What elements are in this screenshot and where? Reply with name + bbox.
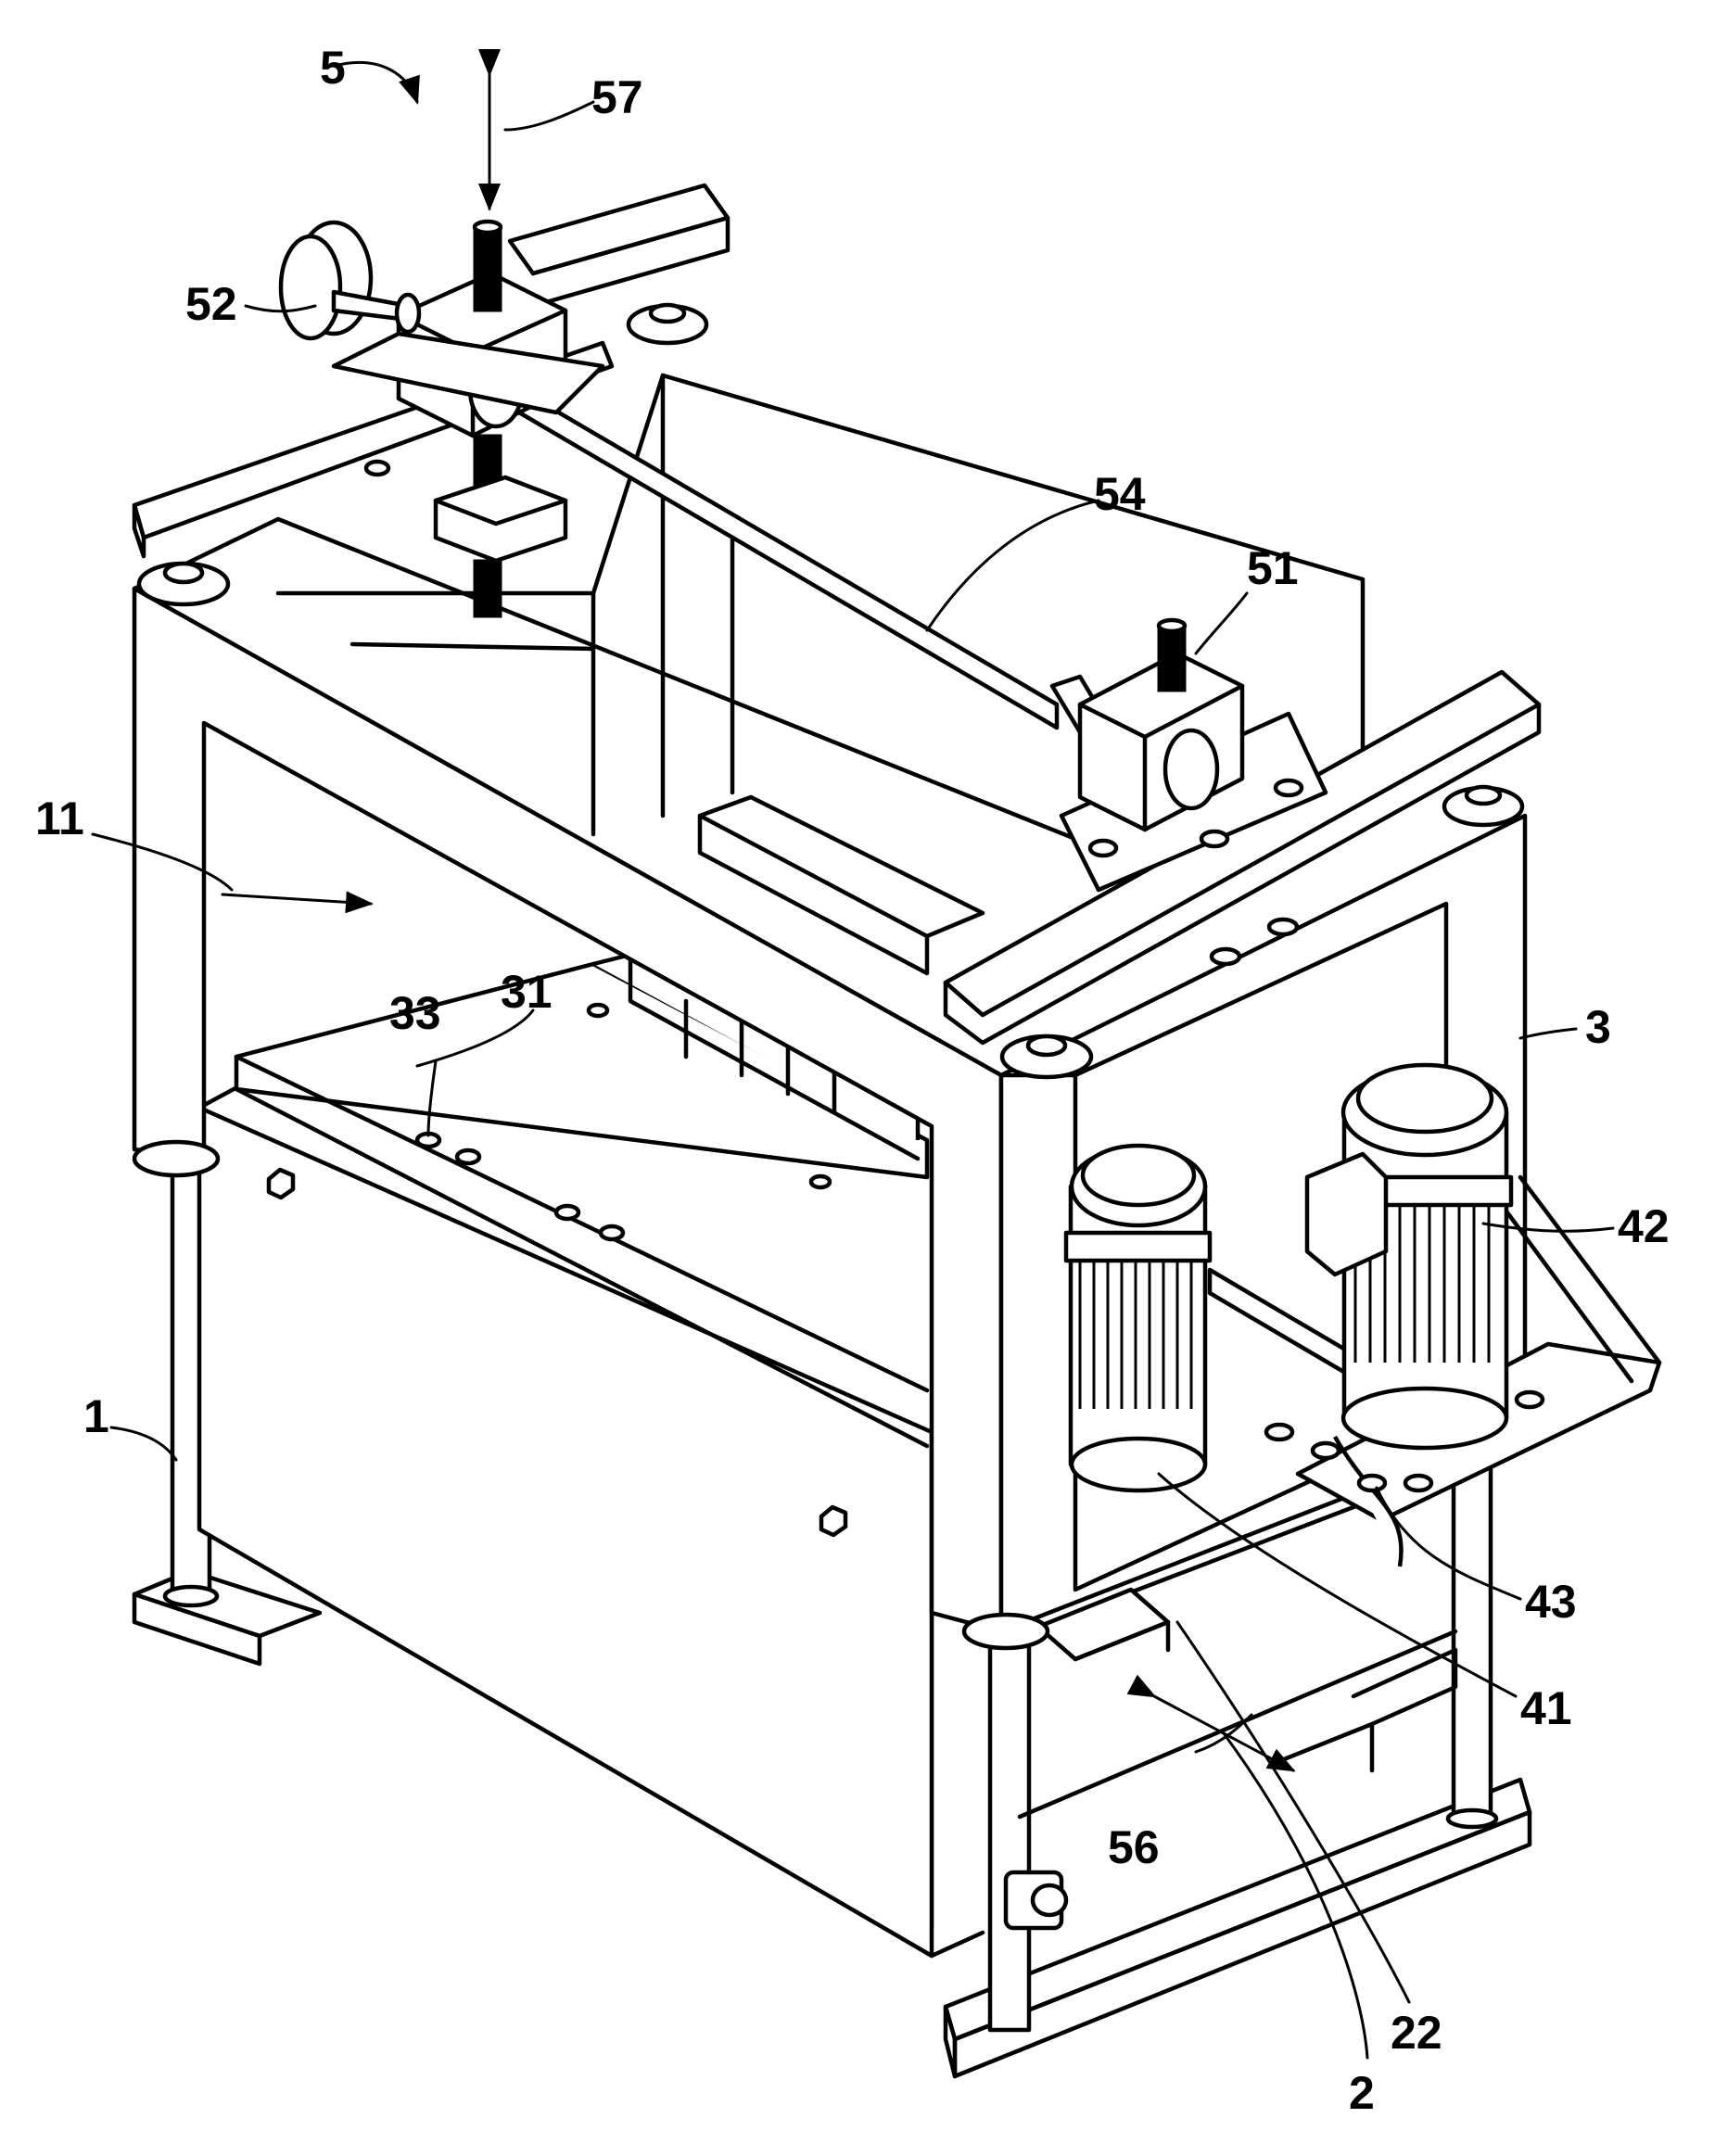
label-2: 2 (1349, 2067, 1375, 2119)
label-57: 57 (591, 71, 643, 123)
label-51: 51 (1247, 542, 1299, 594)
label-43: 43 (1525, 1576, 1577, 1628)
label-1: 1 (83, 1390, 109, 1442)
label-5: 5 (320, 42, 346, 94)
label-56: 56 (1108, 1821, 1160, 1873)
label-11: 11 (35, 793, 84, 844)
label-42: 42 (1618, 1200, 1670, 1252)
label-31: 31 (501, 966, 553, 1018)
label-33: 33 (389, 987, 441, 1039)
label-54: 54 (1094, 468, 1146, 520)
label-22: 22 (1391, 2007, 1442, 2059)
label-52: 52 (185, 278, 237, 330)
label-3: 3 (1585, 1001, 1611, 1053)
label-41: 41 (1520, 1682, 1572, 1734)
shaft-assembly (281, 222, 1242, 830)
